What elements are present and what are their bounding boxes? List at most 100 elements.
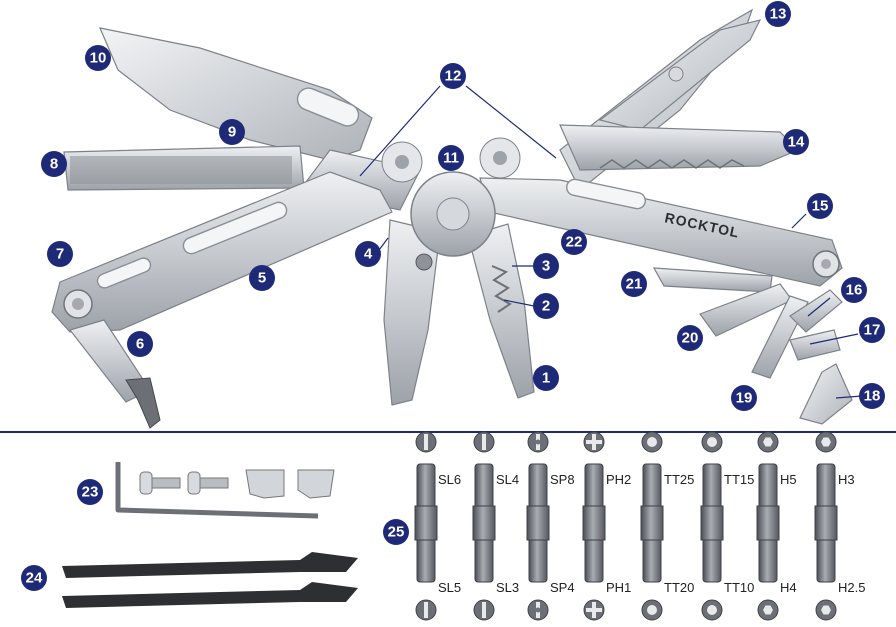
svg-text:24: 24 [26,570,43,587]
accessory-kit [115,462,335,519]
callout-1: 1 [533,365,559,391]
bit-bottom-icon-3 [527,599,549,621]
bit-top-label: TT25 [664,472,694,487]
bit-bottom-icon-8 [815,599,837,621]
svg-text:23: 23 [82,484,99,501]
svg-text:25: 25 [388,524,405,541]
bit-top-label: SP8 [550,472,575,487]
bit-3 [526,463,550,583]
handle-right-slot [565,178,647,210]
callout-25: 25 [383,519,409,545]
bit-top-label: TT15 [724,472,754,487]
bit-bottom-label: TT10 [724,580,754,595]
svg-text:22: 22 [566,234,583,251]
callout-20: 20 [677,325,703,351]
svg-text:20: 20 [682,330,699,347]
bit-top-icon-4 [583,431,605,453]
bit-6 [700,463,724,583]
bit-top-icon-7 [757,431,779,453]
svg-text:6: 6 [136,336,144,353]
callout-18: 18 [859,383,885,409]
bit-bottom-icon-6 [701,599,723,621]
bit-1 [414,463,438,583]
callout-21: 21 [621,271,647,297]
bit-top-label: H3 [838,472,855,487]
bit-bottom-label: SL3 [496,580,519,595]
callout-11: 11 [438,145,464,171]
bit-bottom-label: H4 [780,580,797,595]
svg-text:12: 12 [445,68,462,85]
callout-17: 17 [859,317,885,343]
bit-top-icon-8 [815,431,837,453]
svg-text:4: 4 [364,246,373,263]
svg-text:9: 9 [228,124,236,141]
svg-text:21: 21 [626,276,643,293]
clip-2 [297,469,335,499]
saw-blade-2 [62,582,358,608]
clip-1 [245,469,285,499]
handle-left-slot [182,201,288,255]
callout-16: 16 [841,277,867,303]
tool-16 [789,289,843,333]
svg-text:8: 8 [50,156,58,173]
callout-5: 5 [249,265,275,291]
bit-4 [582,463,606,583]
screw-2 [187,471,229,495]
callout-13: 13 [765,1,791,27]
bit-driver-tip [125,377,161,429]
callout-8: 8 [41,151,67,177]
serrated-blade [559,124,800,171]
svg-text:1: 1 [542,370,550,387]
svg-text:15: 15 [812,198,829,215]
hex-key [115,462,319,519]
leader-lines [359,85,863,399]
svg-text:5: 5 [258,270,266,287]
scissor-pivot [668,66,684,82]
blade-thumb-hole [296,87,360,127]
bit-bottom-icon-5 [641,599,663,621]
handle-left [51,171,393,333]
saw-blade-1 [62,552,358,578]
callout-23: 23 [77,479,103,505]
bit-5 [640,463,664,583]
svg-text:14: 14 [788,134,805,151]
bit-top-icon-2 [473,431,495,453]
tool-18 [799,363,853,425]
bit-8 [814,463,838,583]
bit-top-icon-1 [415,431,437,453]
bit-top-label: H5 [780,472,797,487]
callout-4: 4 [355,241,381,267]
svg-text:13: 13 [770,6,787,23]
callout-15: 15 [807,193,833,219]
svg-text:19: 19 [736,390,753,407]
saw-blades [62,552,358,608]
file-texture [70,156,292,184]
svg-text:7: 7 [56,246,64,263]
svg-text:17: 17 [864,322,881,339]
bit-bottom-icon-4 [583,599,605,621]
svg-text:3: 3 [542,258,550,275]
bit-top-label: SL6 [438,472,461,487]
callout-10: 10 [85,45,111,71]
plier-teeth [491,265,512,313]
callout-6: 6 [127,331,153,357]
multitool-illustration: ROCKTOL [51,8,853,429]
callout-19: 19 [731,385,757,411]
bit-top-icon-3 [527,431,549,453]
bit-top-icon-6 [701,431,723,453]
bit-top-label: PH2 [606,472,631,487]
svg-text:18: 18 [864,388,881,405]
handle-left-slot-2 [96,257,152,289]
bit-bottom-icon-1 [415,599,437,621]
svg-text:10: 10 [90,50,107,67]
bit-set: SL6SL5SL4SL3SP8SP4PH2PH1TT25TT20TT15TT10… [414,431,865,621]
svg-text:2: 2 [542,298,550,315]
bit-top-label: SL4 [496,472,519,487]
serration-edge [599,159,745,169]
bit-bottom-label: SP4 [550,580,575,595]
bit-7 [756,463,780,583]
svg-text:11: 11 [443,150,459,167]
callout-24: 24 [21,565,47,591]
callout-14: 14 [783,129,809,155]
